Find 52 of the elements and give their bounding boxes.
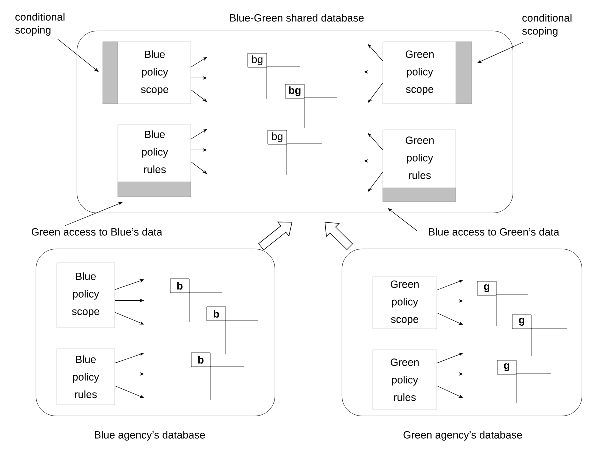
annotation-text: Green access to Blue’s data	[32, 228, 163, 236]
annotation-text: Blue access to Green’s data	[429, 228, 560, 236]
leader-line	[57, 38, 99, 72]
record-box: b	[206, 306, 226, 322]
shaded-bar	[103, 42, 118, 104]
arrow	[191, 90, 208, 102]
policy-box: Blue policy rules	[57, 349, 116, 406]
record-box: bg	[268, 130, 288, 145]
arrow	[115, 280, 144, 290]
arrow	[115, 353, 144, 364]
node-label: Green agency’s database	[404, 431, 522, 441]
record-box: g	[512, 314, 532, 330]
arrow	[437, 312, 464, 326]
arrow	[115, 372, 144, 376]
arrow	[368, 172, 384, 192]
arrow	[364, 160, 384, 163]
arrow	[437, 386, 464, 398]
leader-line	[388, 208, 418, 232]
arrow	[191, 76, 207, 80]
annotation-text: conditional scoping	[522, 14, 572, 37]
shaded-bar	[383, 188, 456, 202]
record-box: g	[477, 281, 497, 296]
arrow	[115, 386, 144, 398]
arrow	[364, 70, 384, 74]
node-label: Blue-Green shared database	[230, 14, 364, 22]
policy-box: Blue policy scope	[57, 263, 116, 328]
record-box: bg	[248, 53, 268, 68]
arrow	[191, 148, 207, 152]
record-box: bg	[285, 84, 305, 99]
arrow	[115, 312, 144, 325]
arrow	[368, 133, 384, 150]
record-box: g	[497, 360, 517, 375]
shaded-bar	[118, 182, 192, 198]
shaded-bar	[456, 42, 472, 104]
policy-box: Green policy scope	[373, 277, 438, 330]
arrow	[368, 44, 384, 62]
record-box: b	[191, 352, 211, 368]
arrow	[437, 300, 463, 303]
block-arrow	[324, 222, 354, 250]
record-box: b	[170, 278, 190, 294]
arrow	[191, 162, 208, 174]
arrow	[191, 129, 208, 140]
arrow	[437, 280, 464, 290]
arrow	[437, 372, 463, 376]
arrow	[368, 82, 384, 103]
arrow	[437, 353, 464, 364]
arrow	[191, 57, 208, 68]
policy-box: Green policy rules	[373, 350, 438, 410]
leader-line	[65, 202, 123, 226]
arrow	[115, 299, 144, 302]
node-label: Blue agency’s database	[95, 431, 206, 441]
annotation-text: conditional scoping	[16, 13, 65, 36]
